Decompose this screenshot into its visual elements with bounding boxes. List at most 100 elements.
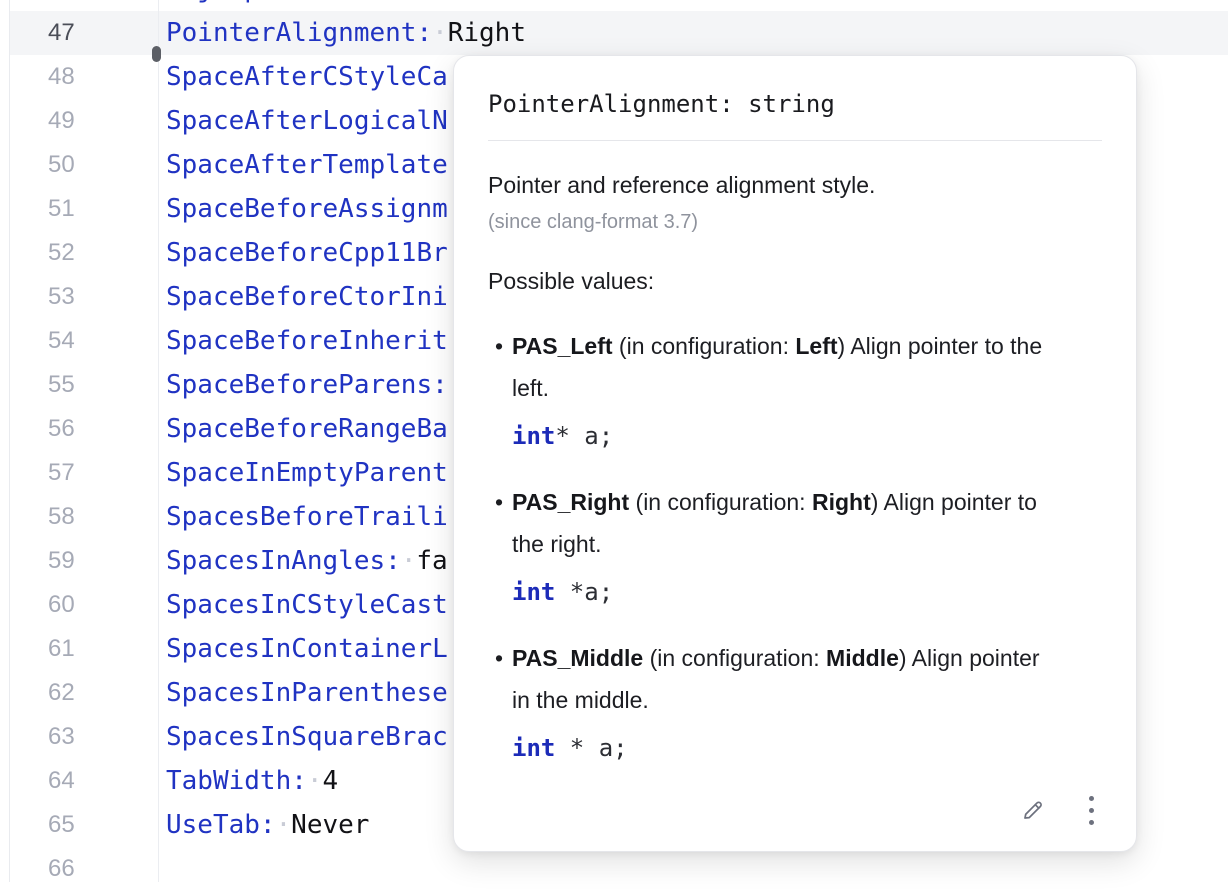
line-number[interactable]: 56 bbox=[48, 415, 75, 442]
code-line[interactable]: SpacesInSquareBrac bbox=[158, 715, 1228, 759]
since-version-text: (since clang-format 3.7) bbox=[488, 211, 699, 233]
yaml-key: SpacesBeforeTraili bbox=[166, 502, 448, 532]
yaml-key: SpaceBeforeCpp11Br bbox=[166, 238, 448, 268]
code-line-row[interactable]: 56 SpaceBeforeRangeBa bbox=[10, 407, 1228, 451]
code-line-row[interactable]: 48 SpaceAfterCStyleCa bbox=[10, 55, 1228, 99]
value-config: Left bbox=[795, 333, 838, 359]
yaml-value: fa bbox=[416, 546, 448, 576]
yaml-key: SpacesInSquareBrac bbox=[166, 722, 448, 752]
yaml-key: SpaceAfterTemplate bbox=[166, 150, 448, 180]
code-line[interactable]: TabWidth:·4 bbox=[158, 759, 1228, 803]
code-line[interactable]: UseTab:·Never bbox=[158, 803, 1228, 847]
code-line[interactable]: SpaceInEmptyParent bbox=[158, 451, 1228, 495]
code-line[interactable]: SpaceBeforeAssignm bbox=[158, 187, 1228, 231]
more-button[interactable] bbox=[1076, 795, 1106, 825]
popup-actions bbox=[1018, 795, 1106, 825]
line-number[interactable]: 63 bbox=[48, 723, 75, 750]
partial-code-line[interactable]: ObjCSpaceBeforeProtocolList: bbox=[166, 0, 604, 11]
code-line[interactable]: SpaceBeforeCtorIni bbox=[158, 275, 1228, 319]
popup-divider bbox=[488, 140, 1102, 141]
code-line[interactable]: SpaceBeforeCpp11Br bbox=[158, 231, 1228, 275]
keyword: int bbox=[512, 578, 556, 606]
yaml-key: SpacesInAngles: bbox=[166, 546, 401, 576]
code-line[interactable]: SpacesInParenthese bbox=[158, 671, 1228, 715]
code-line[interactable]: PointerAlignment:·Right bbox=[158, 11, 1228, 55]
code-line[interactable]: SpacesBeforeTraili bbox=[158, 495, 1228, 539]
snippet-rest: * a; bbox=[555, 734, 628, 762]
code-line[interactable]: SpaceAfterCStyleCa bbox=[158, 55, 1228, 99]
line-number[interactable]: 59 bbox=[48, 547, 75, 574]
line-number[interactable]: 64 bbox=[48, 767, 75, 794]
value-item: PAS_Left (in configuration: Left) Align … bbox=[495, 325, 1057, 451]
code-line-row[interactable]: 65 UseTab:·Never bbox=[10, 803, 1228, 847]
code-line-row[interactable]: 50 SpaceAfterTemplate bbox=[10, 143, 1228, 187]
value-config: Middle bbox=[826, 645, 899, 671]
code-line-row[interactable]: 47 PointerAlignment:·Right bbox=[10, 11, 1228, 55]
code-line-row[interactable]: 58 SpacesBeforeTraili bbox=[10, 495, 1228, 539]
yaml-value: 4 bbox=[322, 766, 339, 796]
code-line-row[interactable]: 62 SpacesInParenthese bbox=[10, 671, 1228, 715]
edit-button[interactable] bbox=[1018, 795, 1048, 825]
kebab-menu-icon bbox=[1088, 795, 1094, 825]
line-number[interactable]: 52 bbox=[48, 239, 75, 266]
code-line[interactable]: SpaceBeforeInherit bbox=[158, 319, 1228, 363]
caret-marker bbox=[152, 46, 161, 62]
code-line-row[interactable]: 64 TabWidth:·4 bbox=[10, 759, 1228, 803]
code-line[interactable]: SpacesInContainerL bbox=[158, 627, 1228, 671]
yaml-value: Right bbox=[447, 18, 526, 48]
code-line[interactable]: SpacesInCStyleCast bbox=[158, 583, 1228, 627]
line-number[interactable]: 62 bbox=[48, 679, 75, 706]
line-number[interactable]: 60 bbox=[48, 591, 75, 618]
code-line-row[interactable]: 52 SpaceBeforeCpp11Br bbox=[10, 231, 1228, 275]
yaml-key: SpaceAfterCStyleCa bbox=[166, 62, 448, 92]
line-number[interactable]: 53 bbox=[48, 283, 75, 310]
line-number[interactable]: 47 bbox=[48, 19, 75, 46]
line-number[interactable]: 66 bbox=[48, 855, 75, 882]
code-line-row[interactable]: 49 SpaceAfterLogicalN bbox=[10, 99, 1228, 143]
line-number[interactable]: 57 bbox=[48, 459, 75, 486]
code-line-row[interactable]: 53 SpaceBeforeCtorIni bbox=[10, 275, 1228, 319]
code-snippet: int *a; bbox=[512, 577, 1057, 607]
yaml-key: SpacesInParenthese bbox=[166, 678, 448, 708]
code-line-row[interactable]: 51 SpaceBeforeAssignm bbox=[10, 187, 1228, 231]
value-text: (in configuration: bbox=[643, 645, 827, 671]
line-number[interactable]: 58 bbox=[48, 503, 75, 530]
code-snippet: int * a; bbox=[512, 733, 1057, 763]
whitespace-dot: · bbox=[432, 18, 448, 48]
popup-title: PointerAlignment: string bbox=[488, 90, 835, 118]
yaml-key: SpaceBeforeRangeBa bbox=[166, 414, 448, 444]
code-line-row[interactable]: 57 SpaceInEmptyParent bbox=[10, 451, 1228, 495]
line-number[interactable]: 65 bbox=[48, 811, 75, 838]
code-line[interactable]: SpaceBeforeParens: bbox=[158, 363, 1228, 407]
code-lines: 47 PointerAlignment:·Right 48 SpaceAfter… bbox=[10, 11, 1228, 891]
code-line-row[interactable]: 55 SpaceBeforeParens: bbox=[10, 363, 1228, 407]
whitespace-dot: · bbox=[306, 766, 323, 796]
line-number[interactable]: 54 bbox=[48, 327, 75, 354]
code-line[interactable]: SpacesInAngles:·fa bbox=[158, 539, 1228, 583]
code-line[interactable]: SpaceBeforeRangeBa bbox=[158, 407, 1228, 451]
code-line-row[interactable]: 54 SpaceBeforeInherit bbox=[10, 319, 1228, 363]
code-snippet: int* a; bbox=[512, 421, 1057, 451]
code-line-row[interactable]: 61 SpacesInContainerL bbox=[10, 627, 1228, 671]
value-text: ) Align pointer to the right. bbox=[512, 489, 1037, 557]
code-line[interactable]: SpaceAfterTemplate bbox=[158, 143, 1228, 187]
value-config: Right bbox=[811, 489, 871, 515]
value-text: ) Align pointer in the middle. bbox=[512, 645, 1040, 713]
value-item: PAS_Middle (in configuration: Middle) Al… bbox=[495, 637, 1057, 763]
snippet-rest: * a; bbox=[555, 422, 614, 450]
code-line-row[interactable]: 63 SpacesInSquareBrac bbox=[10, 715, 1228, 759]
code-line-row[interactable]: 60 SpacesInCStyleCast bbox=[10, 583, 1228, 627]
code-line-row[interactable]: 59 SpacesInAngles:·fa bbox=[10, 539, 1228, 583]
line-number[interactable]: 48 bbox=[48, 63, 75, 90]
line-number[interactable]: 55 bbox=[48, 371, 75, 398]
code-line[interactable] bbox=[158, 847, 1228, 891]
possible-values-label: Possible values: bbox=[488, 268, 655, 294]
code-line-row[interactable]: 66 bbox=[10, 847, 1228, 891]
line-number[interactable]: 51 bbox=[48, 195, 75, 222]
line-number[interactable]: 50 bbox=[48, 151, 75, 178]
snippet-rest: *a; bbox=[555, 578, 614, 606]
code-line[interactable]: SpaceAfterLogicalN bbox=[158, 99, 1228, 143]
yaml-key: SpacesInCStyleCast bbox=[166, 590, 448, 620]
line-number[interactable]: 49 bbox=[48, 107, 75, 134]
line-number[interactable]: 61 bbox=[48, 635, 75, 662]
